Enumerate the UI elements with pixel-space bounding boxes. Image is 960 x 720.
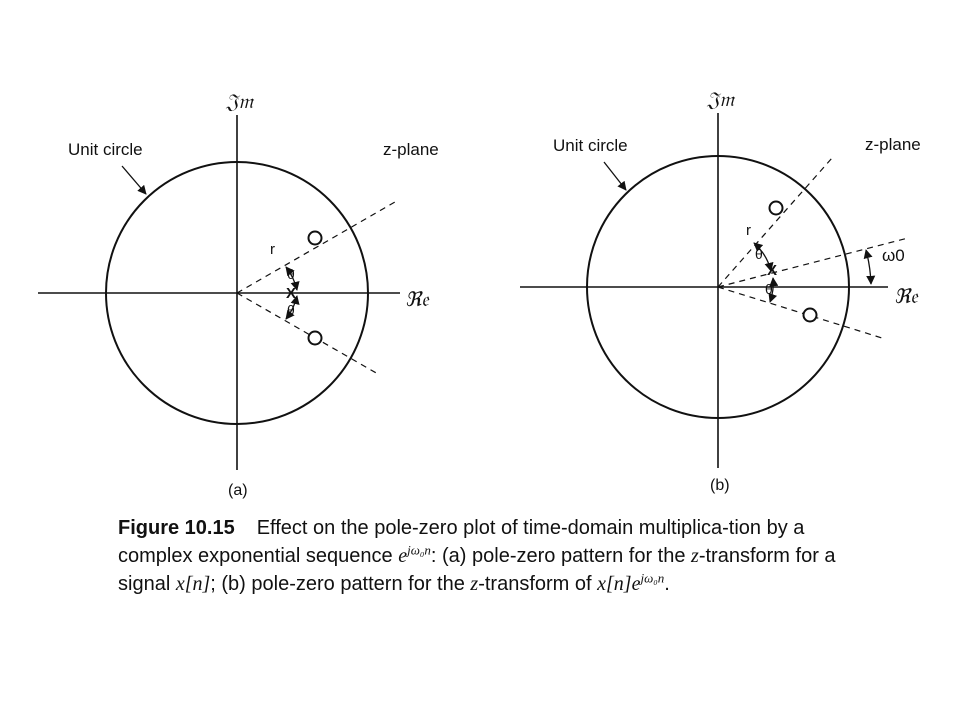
- panel-b-unit-circle-pointer: [603, 161, 627, 191]
- panel-b-zero-lower: [802, 307, 818, 323]
- panel-b-dashed-ray-lower: [717, 286, 883, 339]
- panel-a-zero-lower: [307, 330, 323, 346]
- panel-b-imag-axis-label: 𝔍𝔪: [706, 89, 735, 111]
- pole-zero-figure: X r θ θ 𝔍𝔪 ℜ𝔢 Unit circle z-plane (a) X …: [38, 89, 921, 499]
- panel-b-dashed-ray-upper: [717, 157, 833, 288]
- panel-a-dashed-ray-lower: [236, 292, 379, 375]
- caption-signal: x[n]: [175, 573, 211, 595]
- panel-b-panel-label: (b): [710, 477, 730, 494]
- panel-b-unit-circle: [586, 155, 850, 419]
- panel-b-real-axis-label: ℜ𝔢: [894, 286, 919, 308]
- panel-b-dashed-ray-center: [717, 237, 909, 288]
- figure-number: Figure 10.15: [118, 517, 235, 539]
- panel-a-dashed-ray-upper: [236, 201, 396, 294]
- caption-z-1: z: [691, 545, 699, 567]
- panel-b-plane-label: z-plane: [865, 135, 921, 154]
- panel-b-pole-marker: X: [767, 262, 777, 279]
- panel-b-angle-label-bottom: θ: [765, 281, 773, 297]
- panel-a-pole-marker: X: [286, 285, 296, 302]
- caption-signal-modulated: x[n]ejω₀n: [597, 570, 665, 595]
- panel-a-angle-arc-lower: [285, 295, 300, 320]
- caption-z-2: z: [470, 573, 479, 595]
- caption-sequence: ejω₀n: [398, 542, 431, 567]
- caption-sequence-exponent: jω₀n: [407, 542, 431, 558]
- caption-text-1: Effect on the pole-zero plot of time-dom…: [118, 517, 805, 567]
- panel-a-panel-label: (a): [228, 482, 248, 499]
- panel-b-angle-label-top: θ: [755, 246, 763, 262]
- panel-a-angle-arc-upper: [285, 266, 300, 291]
- panel-b-unit-circle-label: Unit circle: [553, 136, 628, 155]
- caption-text-2: : (a) pole-zero pattern for the: [430, 545, 692, 567]
- panel-a-angle-label-bottom: θ: [287, 302, 295, 318]
- panel-a-angle-label-top: θ: [287, 266, 295, 282]
- panel-b-radius-label: r: [746, 222, 751, 239]
- panel-a-imag-axis-label: 𝔍𝔪: [225, 91, 254, 113]
- panel-b-angle-arc-upper: [753, 242, 774, 272]
- panel-a: X r θ θ 𝔍𝔪 ℜ𝔢 Unit circle z-plane (a): [38, 91, 439, 499]
- panel-a-plane-label: z-plane: [383, 140, 439, 159]
- panel-b: X r θ θ ω0 𝔍𝔪 ℜ𝔢 Unit circle z-plane (b): [520, 89, 921, 494]
- caption-text-6: .: [664, 573, 670, 595]
- caption-text-4: ; (b) pole-zero pattern for the: [210, 573, 471, 595]
- panel-b-zero-upper: [768, 200, 784, 216]
- panel-a-unit-circle-pointer: [121, 165, 147, 195]
- panel-a-zero-upper: [307, 230, 323, 246]
- panel-a-real-axis-label: ℜ𝔢: [405, 289, 430, 311]
- panel-b-omega-label: ω0: [882, 246, 905, 265]
- panel-a-unit-circle-label: Unit circle: [68, 140, 143, 159]
- panel-a-unit-circle: [105, 161, 369, 425]
- panel-b-omega-arc: [863, 249, 876, 285]
- caption-text-3: -transform for a signal: [118, 545, 836, 595]
- caption-signal-modulated-exponent: jω₀n: [640, 570, 665, 586]
- caption-text-5: -transform of: [478, 573, 598, 595]
- panel-b-angle-arc-lower: [768, 277, 779, 303]
- panel-a-radius-label: r: [270, 241, 275, 258]
